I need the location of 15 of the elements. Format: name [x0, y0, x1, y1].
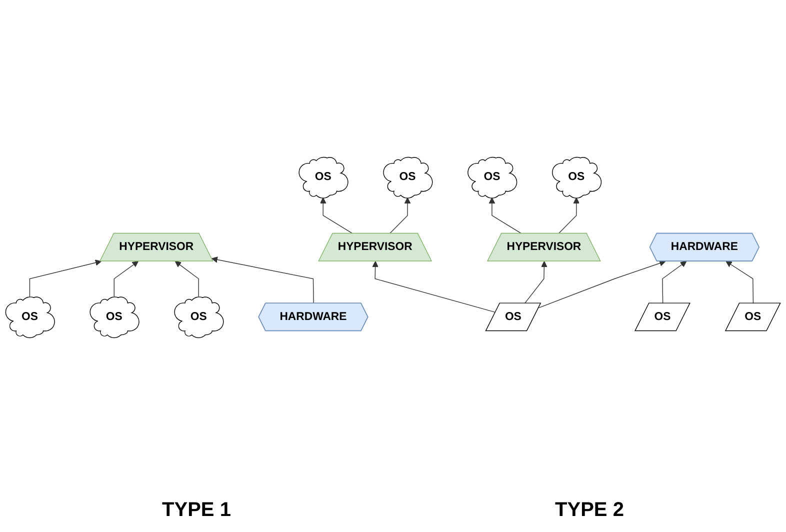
- arrow: [488, 197, 522, 234]
- arrow: [726, 261, 754, 304]
- diagram-label: TYPE 1: [162, 499, 231, 522]
- arrow: [114, 261, 138, 297]
- arrow: [372, 261, 496, 313]
- arrow: [389, 197, 411, 234]
- arrow: [320, 197, 353, 234]
- arrow: [29, 260, 102, 297]
- arrow: [524, 261, 548, 304]
- arrow: [662, 261, 687, 304]
- diagram-label: TYPE 2: [555, 499, 624, 522]
- arrow: [174, 261, 199, 297]
- arrow: [538, 260, 666, 308]
- arrow: [558, 197, 580, 234]
- arrow: [211, 256, 314, 304]
